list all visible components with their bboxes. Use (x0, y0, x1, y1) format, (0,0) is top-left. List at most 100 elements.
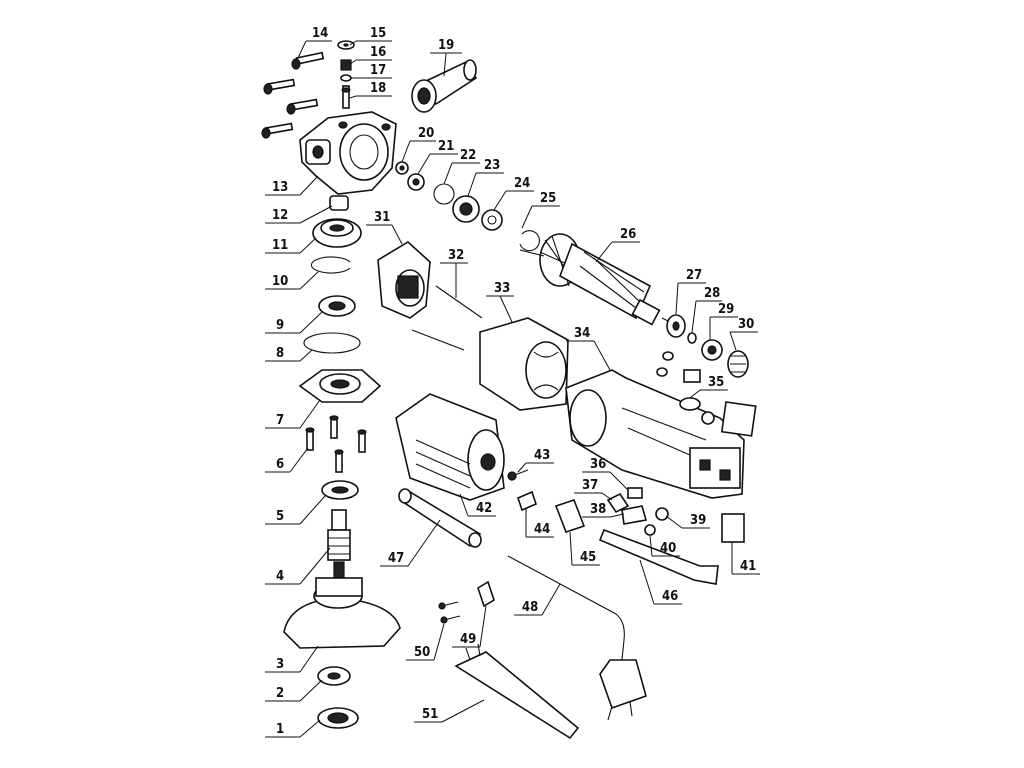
callout-19: 19 (430, 38, 462, 77)
callout-6: 6 (265, 447, 309, 473)
power-cord-48 (507, 555, 647, 721)
svg-text:47: 47 (388, 551, 404, 566)
callout-20: 20 (401, 126, 436, 163)
motor-housing-34 (565, 369, 745, 499)
capacitor-41 (721, 513, 745, 543)
svg-text:34: 34 (574, 326, 590, 341)
callouts: 1 2 3 4 5 6 7 8 9 10 11 12 13 14 15 16 1… (265, 26, 760, 738)
svg-text:9: 9 (276, 318, 284, 333)
callout-13: 13 (265, 175, 319, 196)
gear-housing-13 (299, 111, 397, 195)
svg-text:37: 37 (582, 478, 598, 493)
svg-text:1: 1 (276, 722, 284, 737)
svg-text:7: 7 (276, 413, 284, 428)
svg-text:39: 39 (690, 513, 706, 528)
callout-3: 3 (265, 645, 319, 673)
callout-30: 30 (729, 317, 758, 351)
callout-49: 49 (452, 605, 487, 648)
callout-17: 17 (350, 63, 392, 79)
rear-cover-42 (395, 393, 505, 501)
wheel-guard-3 (283, 577, 401, 649)
svg-text:48: 48 (522, 600, 538, 615)
callout-5: 5 (265, 495, 326, 525)
svg-text:29: 29 (718, 302, 734, 317)
svg-text:2: 2 (276, 686, 284, 701)
svg-text:15: 15 (370, 26, 386, 41)
callout-36: 36 (582, 457, 629, 491)
svg-text:30: 30 (738, 317, 754, 332)
callout-41: 41 (731, 542, 760, 575)
callout-42: 42 (459, 493, 496, 517)
callout-50: 50 (406, 623, 445, 661)
svg-text:6: 6 (276, 457, 284, 472)
callout-43: 43 (517, 448, 554, 473)
svg-text:21: 21 (438, 139, 454, 154)
callout-4: 4 (265, 547, 331, 585)
svg-text:33: 33 (494, 281, 510, 296)
part-11 (312, 218, 362, 248)
parts-drawing (261, 40, 757, 740)
callout-1: 1 (265, 719, 321, 738)
callout-23: 23 (467, 158, 504, 197)
callout-35: 35 (689, 375, 728, 399)
svg-text:51: 51 (422, 707, 438, 722)
callout-47: 47 (380, 519, 441, 567)
svg-text:25: 25 (540, 191, 556, 206)
svg-text:49: 49 (460, 632, 476, 647)
handle-pipe-47 (398, 488, 482, 548)
baffle-31 (377, 241, 431, 319)
callout-51: 51 (414, 699, 485, 723)
svg-text:16: 16 (370, 45, 386, 60)
switch-button-45 (554, 498, 586, 534)
callout-21: 21 (417, 139, 458, 175)
part-12 (329, 195, 349, 211)
svg-text:14: 14 (312, 26, 328, 41)
callout-27: 27 (675, 268, 706, 315)
svg-text:32: 32 (448, 248, 464, 263)
callout-7: 7 (265, 399, 321, 429)
spindle-4 (327, 509, 351, 583)
screw-14 (291, 51, 325, 70)
callout-12: 12 (265, 205, 333, 224)
screws-50 (438, 601, 461, 624)
callout-44: 44 (525, 508, 554, 538)
callout-24: 24 (493, 176, 534, 211)
callout-34: 34 (566, 326, 611, 371)
callout-31: 31 (366, 210, 403, 245)
rear-parts-27-30 (666, 314, 749, 378)
svg-text:45: 45 (580, 550, 596, 565)
svg-text:19: 19 (438, 38, 454, 53)
screws-32 (411, 285, 483, 351)
svg-text:10: 10 (272, 274, 288, 289)
svg-text:3: 3 (276, 657, 284, 672)
svg-text:17: 17 (370, 63, 386, 78)
svg-text:24: 24 (514, 176, 530, 191)
drive-parts-20-25 (395, 161, 540, 252)
armature-26 (519, 233, 679, 327)
screws-6 (305, 415, 367, 473)
callout-33: 33 (486, 281, 514, 323)
brush-parts-36-40 (606, 487, 669, 536)
side-handle-19 (411, 59, 478, 113)
flange-7 (298, 369, 382, 403)
svg-text:20: 20 (418, 126, 434, 141)
callout-37: 37 (574, 478, 613, 501)
svg-text:27: 27 (686, 268, 702, 283)
svg-text:13: 13 (272, 180, 288, 195)
svg-text:23: 23 (484, 158, 500, 173)
svg-text:4: 4 (276, 569, 284, 584)
clip-44 (517, 490, 537, 512)
callout-22: 22 (443, 148, 480, 185)
svg-text:22: 22 (460, 148, 476, 163)
callout-38: 38 (582, 502, 625, 518)
outer-nut-1 (317, 707, 359, 729)
callout-29: 29 (709, 302, 738, 340)
washer-5 (321, 480, 359, 500)
callout-46: 46 (639, 559, 682, 605)
callout-9: 9 (265, 311, 323, 334)
svg-text:26: 26 (620, 227, 636, 242)
callout-26: 26 (595, 227, 640, 263)
callout-32: 32 (440, 248, 468, 298)
inner-flange-2 (317, 666, 351, 686)
